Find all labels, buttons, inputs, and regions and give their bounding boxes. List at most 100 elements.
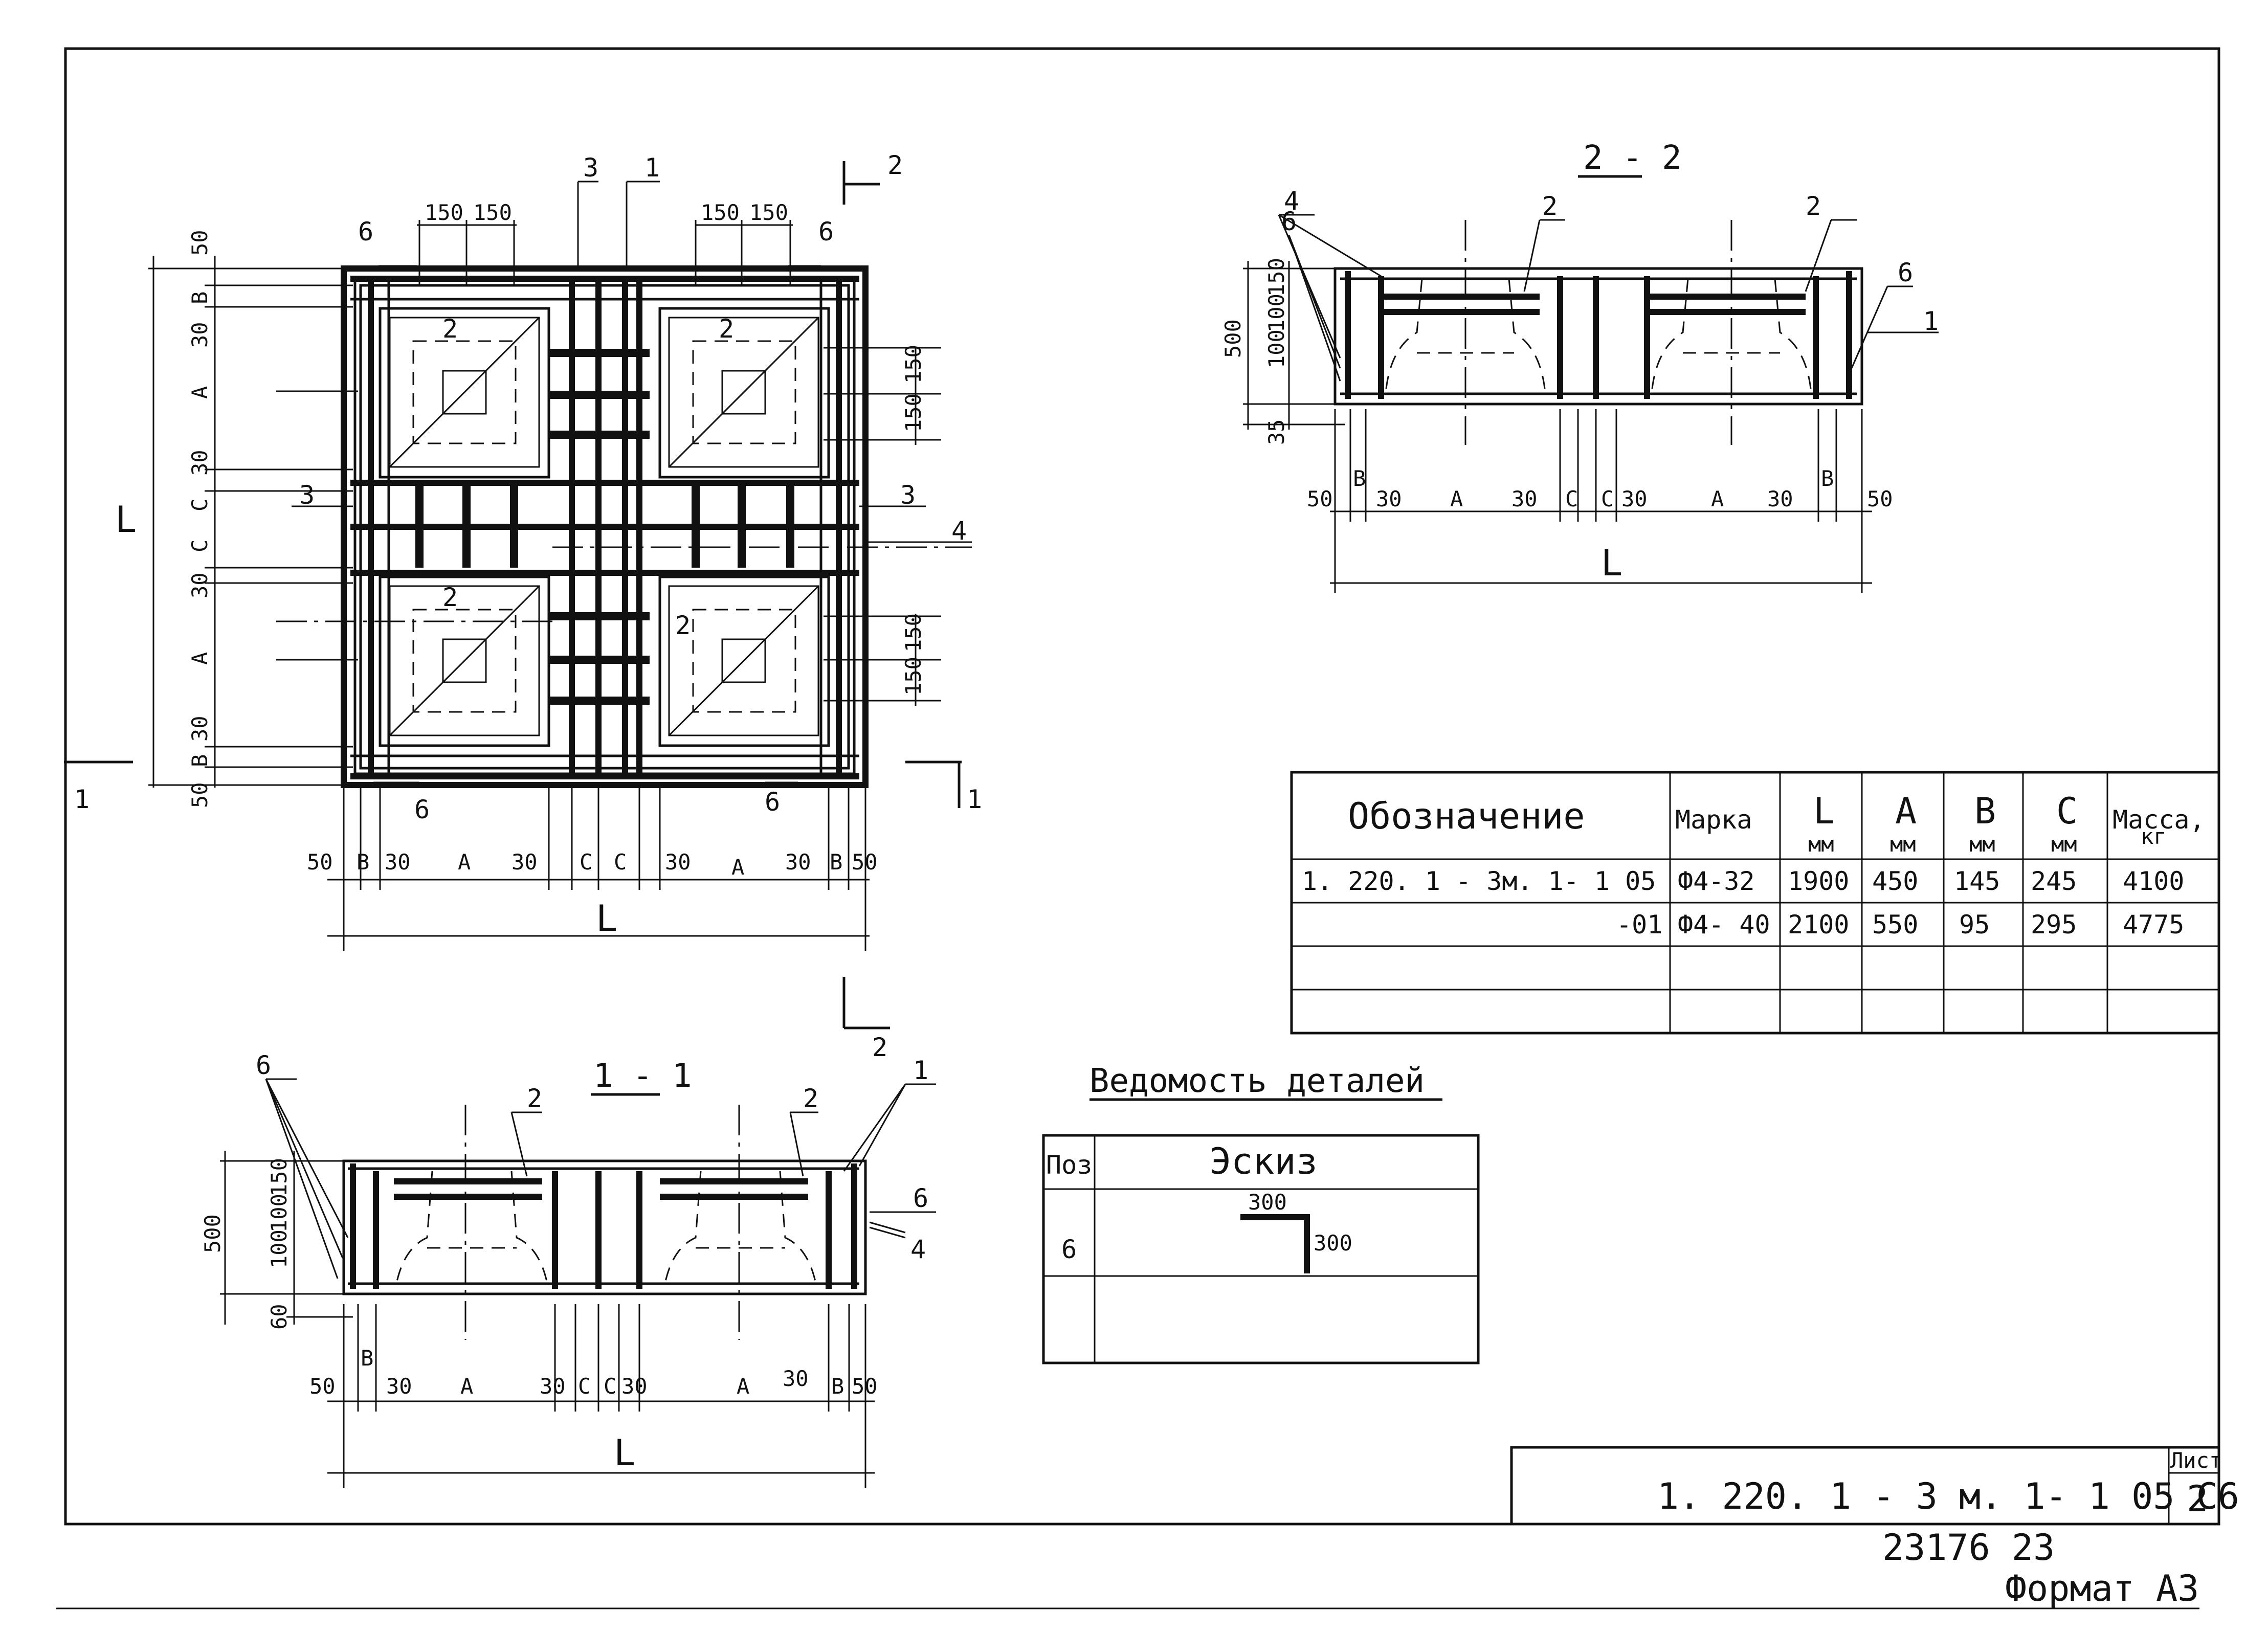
s11-dim-A2: A [737,1374,749,1399]
s22-dim-100b: 100 [1264,329,1289,368]
s11-dim-30c: 30 [621,1374,648,1399]
section-1-1: 1 - 1 [200,1050,936,1488]
details-table: Ведомость деталей Поз Эскиз 6 300 300 [1042,1062,1480,1364]
plan-dim-A-l2: A [187,652,212,665]
spec-header-B: B [1974,790,1996,832]
s22-label-2a: 2 [1542,191,1558,221]
s22-label-6a: 6 [1281,207,1297,236]
plan-label-2a: 2 [442,314,458,344]
plan-dim-A-l1: A [187,386,212,399]
spec-unit-C: мм [2051,832,2077,857]
plan-dim-B-l1: B [187,292,212,304]
s11-label-2a: 2 [527,1084,542,1113]
plan-dim-30-l4: 30 [187,715,212,742]
section-2-2: 2 - 2 [1220,139,1939,593]
spec-unit-A: мм [1890,832,1916,857]
s22-dim-C2: C [1601,486,1614,511]
plan-dim-C-b1: C [580,849,592,875]
plan-label-3c: 3 [900,480,916,510]
plan-label-2d: 2 [675,611,691,640]
s11-dim-A1: A [460,1374,473,1399]
plan-dim-150-d: 150 [749,200,788,225]
plan-dim-B-l2: B [187,754,212,767]
s11-label-1: 1 [913,1056,928,1085]
s22-dim-C1: C [1565,486,1578,511]
s22-dim-L: L [1601,542,1622,584]
spec-r1-B: 145 [1954,866,2000,896]
plan-label-6d: 6 [765,787,780,817]
spec-table: Обозначение Марка L A B C Масса, мм мм м… [1290,771,2220,1035]
s11-dim-C2: C [604,1374,616,1399]
title-block: 1. 220. 1 - 3 м. 1- 1 05 С6 Лист 2 23176… [1510,1446,2239,1609]
cut-mark-1-left: 1 [74,785,90,814]
spec-r2-mark: Ф4- 40 [1678,910,1770,939]
plan-label-3b: 3 [299,480,315,510]
s22-dim-35: 35 [1264,419,1289,445]
s11-dim-150: 150 [266,1158,292,1197]
s22-dim-30b: 30 [1511,486,1538,511]
details-header-sketch: Эскиз [1210,1140,1318,1182]
plan-dim-C-l2: C [187,540,212,552]
plan-dim-150-r3: 150 [901,613,926,652]
plan-dim-50-b1: 50 [307,849,333,875]
s22-label-1: 1 [1923,306,1939,336]
spec-header-A: A [1895,790,1917,832]
plan-label-1a: 1 [644,153,660,183]
s11-dim-30b: 30 [540,1374,566,1399]
s11-dim-C1: C [578,1374,591,1399]
s11-label-6b: 6 [913,1183,928,1213]
s22-dim-A1: A [1450,486,1463,511]
s11-label-4: 4 [910,1235,926,1264]
plan-dim-150-r1: 150 [901,345,926,384]
spec-r1-designation: 1. 220. 1 - 3м. 1- 1 05 [1302,866,1656,896]
s11-dim-50a: 50 [309,1374,336,1399]
s22-dim-A2: A [1711,486,1724,511]
details-dim-v: 300 [1314,1230,1352,1256]
plan-dim-150-b: 150 [473,200,512,225]
details-title: Ведомость деталей [1089,1062,1425,1100]
section-2-2-title: 2 - 2 [1583,139,1682,177]
s11-label-2b: 2 [803,1084,818,1113]
spec-header-mark: Марка [1675,805,1752,835]
plan-label-6c: 6 [414,795,430,824]
plan-dim-B-b1: B [357,849,369,875]
plan-dim-C-l1: C [187,499,212,511]
cut-mark-2-top: 2 [887,150,903,180]
s11-dim-100a: 100 [266,1194,292,1233]
plan-dim-30-l2: 30 [187,450,212,476]
s22-dim-150: 150 [1264,258,1289,297]
plan-label-4: 4 [951,516,967,546]
plan-dim-50-l2: 50 [187,782,212,808]
title-block-sheet-label: Лист [2170,1448,2222,1473]
plan-dim-150-r4: 150 [901,657,926,696]
spec-header-C: C [2056,790,2078,832]
plan-dim-L-horiz: L [596,898,617,939]
details-row-pos: 6 [1061,1235,1077,1264]
s22-label-6b: 6 [1898,258,1913,287]
plan-dim-150-r2: 150 [901,393,926,432]
plan-dim-150-c: 150 [701,200,740,225]
spec-unit-mass: кг [2141,824,2167,849]
spec-r1-A: 450 [1872,866,1918,896]
spec-header-L: L [1813,790,1835,832]
s22-dim-50a: 50 [1307,486,1333,511]
s22-dim-B2: B [1821,466,1834,491]
plan-dim-A-b2: A [731,855,744,880]
cut-mark-2-bottom: 2 [872,1033,887,1062]
s22-dim-30d: 30 [1767,486,1793,511]
s11-dim-B2: B [831,1374,844,1399]
spec-header-mass: Масса, [2113,805,2205,835]
plan-label-2b: 2 [719,314,734,344]
plan-dim-50-b2: 50 [852,849,878,875]
s22-label-4: 4 [1284,186,1299,216]
spec-r2-L: 2100 [1788,910,1849,939]
spec-unit-B: мм [1969,832,1995,857]
s11-dim-500: 500 [200,1214,225,1253]
spec-r2-C: 295 [2031,910,2077,939]
section-1-1-title: 1 - 1 [593,1057,692,1095]
s11-dim-L: L [614,1432,635,1474]
s11-dim-B1: B [361,1346,373,1371]
plan-dim-B-b2: B [830,849,842,875]
plan-dim-50-l1: 50 [187,230,212,256]
